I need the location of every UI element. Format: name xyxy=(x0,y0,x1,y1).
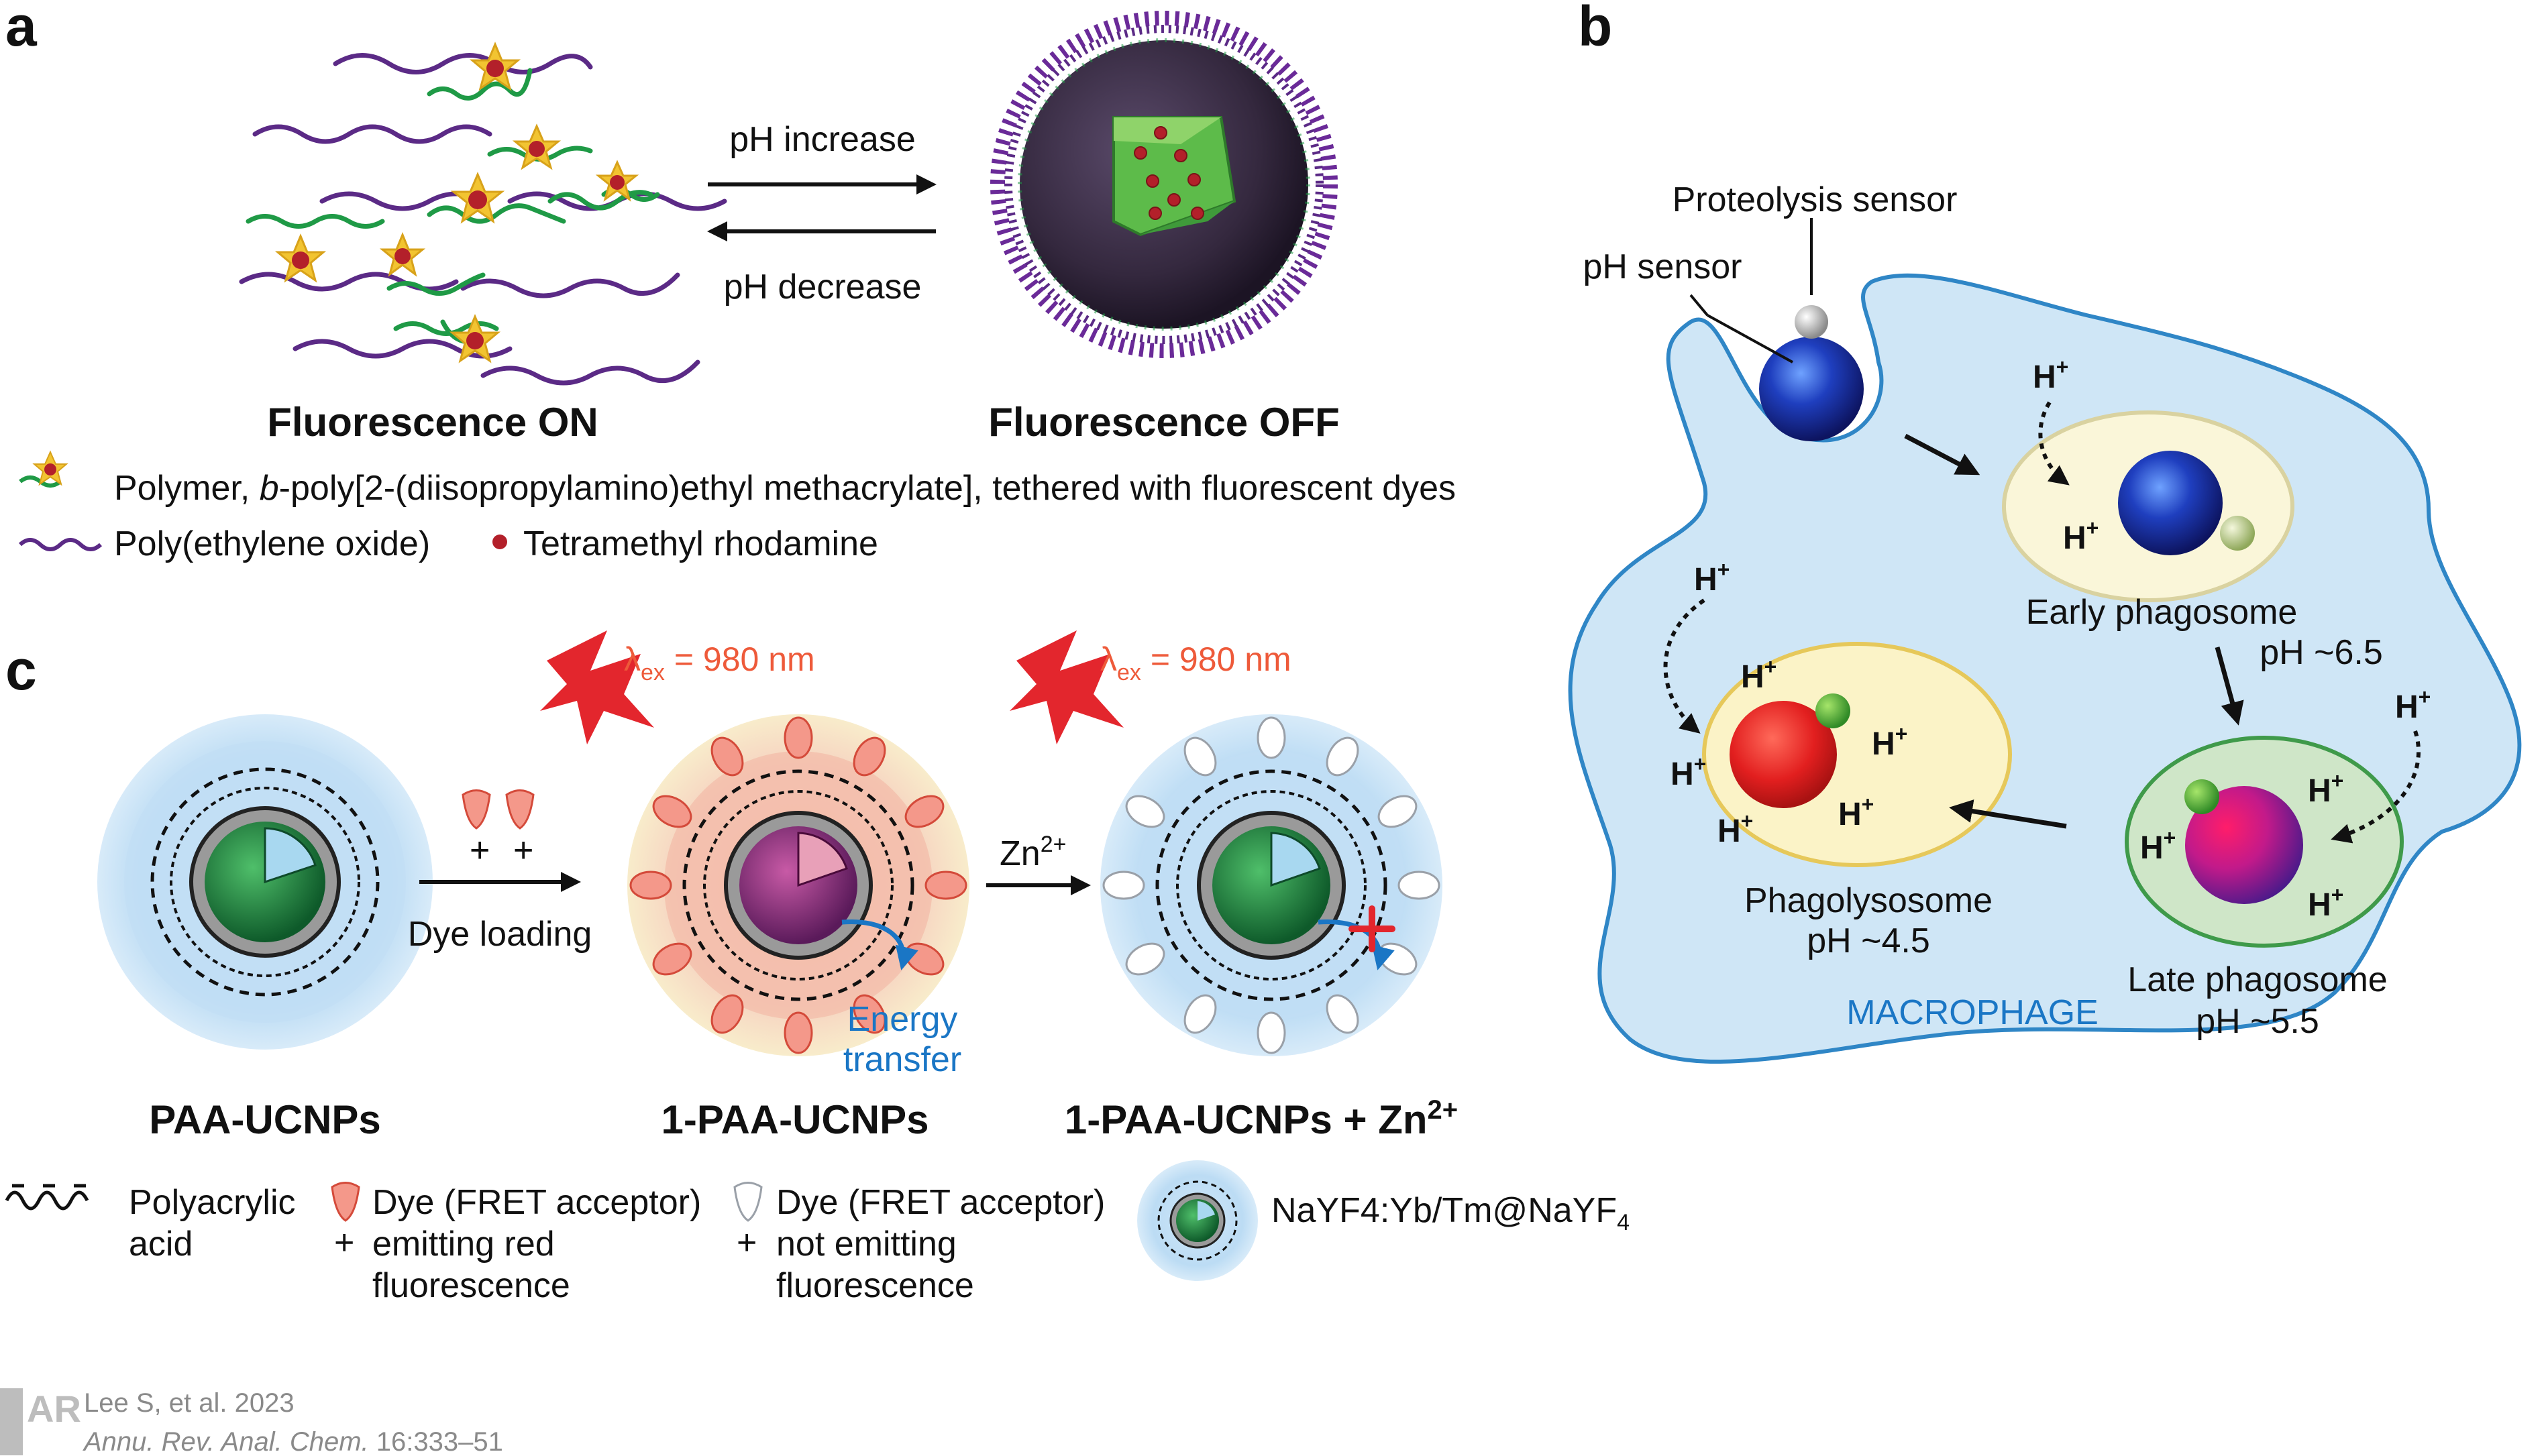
white-dye-label-2: not emitting xyxy=(776,1225,957,1264)
h-plus-early-inside: H+ xyxy=(2063,516,2099,556)
panel-a-legend: Polymer, b-poly[2-(diisopropylamino)ethy… xyxy=(18,450,1456,563)
paa-ucnp-particle xyxy=(97,714,433,1050)
polyacrylic-acid-label-1: Polyacrylic xyxy=(129,1183,296,1222)
laser-bolt-1 xyxy=(540,630,654,744)
ph-sensor-sphere xyxy=(1759,337,1864,441)
tmr-legend-text: Tetramethyl rhodamine xyxy=(523,524,878,563)
h-plus-phago-2: H+ xyxy=(1671,752,1706,792)
red-dye-label-3: fluorescence xyxy=(372,1266,570,1305)
pathway-arrows xyxy=(1904,433,2244,829)
panel-label-a: a xyxy=(5,0,38,58)
panel-c-legend: Polyacrylic acid + Dye (FRET acceptor) e… xyxy=(5,1160,1630,1305)
h-plus-phago-outside: H+ xyxy=(1694,557,1730,598)
energy-transfer-arrow xyxy=(841,919,918,970)
panel-label-c: c xyxy=(5,638,37,702)
polymer-legend-text: Polymer, b-poly[2-(diisopropylamino)ethy… xyxy=(114,469,1456,508)
zinc-label: Zn2+ xyxy=(1000,832,1066,873)
fluorescence-on-title: Fluorescence ON xyxy=(267,400,598,445)
energy-transfer-label-1: Energy xyxy=(847,1000,958,1039)
ph-sensor-label: pH sensor xyxy=(1583,247,1742,286)
excitation-label-2: λex = 980 nm xyxy=(1100,640,1291,685)
phagolysosome-ph: pH ~4.5 xyxy=(1807,921,1930,960)
h-plus-phago-5: H+ xyxy=(1838,792,1874,832)
white-dye-label-1: Dye (FRET acceptor) xyxy=(776,1183,1105,1222)
red-dye-label-2: emitting red xyxy=(372,1225,555,1264)
phagolysosome-label: Phagolysosome xyxy=(1744,881,1993,920)
zinc-bound-title: 1-PAA-UCNPs + Zn2+ xyxy=(1065,1095,1458,1142)
ucnp-core-icon xyxy=(1137,1160,1258,1281)
h-plus-phago-3: H+ xyxy=(1872,722,1907,762)
dye-loaded-title: 1-PAA-UCNPs xyxy=(661,1097,929,1142)
ucnp-core-label: NaYF4:Yb/Tm@NaYF4 xyxy=(1271,1191,1630,1235)
late-phagosome: H+ H+ H+ H+ Late phagosome pH ~5.5 xyxy=(2125,685,2431,1041)
proteolysis-sensor-bead xyxy=(1795,305,1828,339)
micelle xyxy=(990,11,1338,358)
fluorescence-off-title: Fluorescence OFF xyxy=(988,400,1339,445)
nanosensor: Proteolysis sensor pH sensor xyxy=(1583,180,1958,441)
dye-loading-label: Dye loading xyxy=(408,915,592,954)
ph-decrease-label: pH decrease xyxy=(724,268,922,306)
publisher-logo: AR xyxy=(0,1388,81,1455)
polyacrylic-acid-icon xyxy=(5,1190,89,1211)
early-phagosome-label: Early phagosome xyxy=(2026,593,2298,632)
blocked-transfer-cross xyxy=(1348,905,1395,952)
fluorescent-dye-stars xyxy=(274,42,639,363)
dye-loaded-ucnp-particle xyxy=(627,714,969,1056)
white-dye-label-3: fluorescence xyxy=(776,1266,974,1305)
energy-transfer-label-2: transfer xyxy=(843,1040,961,1079)
h-plus-phago-4: H+ xyxy=(1717,809,1753,849)
svg-text:+: + xyxy=(470,831,490,870)
svg-text:+: + xyxy=(737,1223,757,1262)
h-plus-late-3: H+ xyxy=(2308,883,2343,923)
proteolysis-sensor-label: Proteolysis sensor xyxy=(1673,180,1958,219)
h-plus-early-top: H+ xyxy=(2033,355,2068,395)
h-plus-late-2: H+ xyxy=(2140,826,2176,866)
red-dye-icon xyxy=(331,1182,360,1222)
phagolysosome: H+ H+ H+ H+ H+ H+ Phagolysosome pH ~4.5 xyxy=(1663,557,2012,960)
zinc-bound-ucnp-particle xyxy=(1100,714,1442,1056)
polymer-legend-icon xyxy=(19,450,68,488)
panel-label-b: b xyxy=(1578,0,1612,58)
macrophage-label: MACROPHAGE xyxy=(1846,993,2099,1032)
polyacrylic-acid-label-2: acid xyxy=(129,1225,193,1264)
early-phagosome-ph: pH ~6.5 xyxy=(2260,633,2383,672)
equilibrium-arrows: pH increase pH decrease xyxy=(707,120,937,306)
citation-line-1: Lee S, et al. 2023 xyxy=(84,1388,295,1418)
h-plus-late-outside: H+ xyxy=(2395,685,2431,725)
dye-molecules: + + xyxy=(462,789,535,870)
late-phagosome-ph: pH ~5.5 xyxy=(2196,1002,2319,1041)
early-phagosome: H+ H+ Early phagosome pH ~6.5 xyxy=(2002,355,2383,672)
peo-legend-icon xyxy=(18,538,103,551)
late-phagosome-label: Late phagosome xyxy=(2127,960,2387,999)
logo-letters: AR xyxy=(27,1388,81,1430)
svg-text:+: + xyxy=(334,1223,354,1262)
red-dye-label-1: Dye (FRET acceptor) xyxy=(372,1183,701,1222)
white-dye-icon xyxy=(733,1182,763,1222)
excitation-label-1: λex = 980 nm xyxy=(624,640,815,685)
tmr-legend-icon xyxy=(492,535,507,549)
ph-increase-label: pH increase xyxy=(729,120,915,159)
unimer-polymers xyxy=(239,42,727,386)
paa-ucnp-title: PAA-UCNPs xyxy=(149,1097,381,1142)
laser-bolt-2 xyxy=(1010,630,1124,744)
svg-text:+: + xyxy=(513,831,533,870)
laser-bolts: λex = 980 nm λex = 980 nm xyxy=(540,630,1291,744)
citation-line-2: Annu. Rev. Anal. Chem. 16:333–51 xyxy=(83,1427,503,1456)
h-plus-phago-1: H+ xyxy=(1741,655,1777,695)
peo-legend-text: Poly(ethylene oxide) xyxy=(114,524,430,563)
h-plus-late-1: H+ xyxy=(2308,769,2343,809)
